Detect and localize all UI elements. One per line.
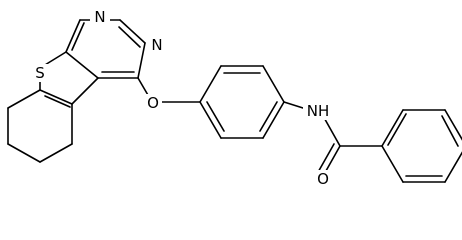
amide-nh-atom-label: NH xyxy=(307,102,330,120)
bond xyxy=(65,51,99,79)
atom-mask xyxy=(147,35,167,55)
bond xyxy=(259,101,278,132)
bond xyxy=(199,101,222,139)
bond xyxy=(206,101,225,132)
bond xyxy=(444,109,462,141)
bond xyxy=(118,26,141,48)
ether-oxygen-atom-label: O xyxy=(147,94,159,112)
atom-mask xyxy=(90,8,110,28)
atom-mask xyxy=(30,64,50,82)
nitrogen-top-atom-label: N xyxy=(94,8,105,26)
bond xyxy=(65,19,81,53)
bond xyxy=(381,109,404,147)
bond xyxy=(44,95,71,108)
bond xyxy=(444,151,462,183)
bond xyxy=(262,101,285,139)
atom-mask xyxy=(303,102,333,120)
bond xyxy=(441,115,459,147)
bond xyxy=(137,42,146,79)
bond xyxy=(39,89,73,105)
bond xyxy=(39,143,73,163)
nitrogen-right-atom-label: N xyxy=(151,36,162,54)
bond xyxy=(381,145,404,183)
carbonyl-oxygen-atom-label: O xyxy=(317,170,329,188)
bond xyxy=(119,19,146,44)
bond xyxy=(316,143,335,175)
atom-mask xyxy=(314,170,332,188)
bond xyxy=(199,65,222,103)
bond xyxy=(262,65,285,103)
bond xyxy=(7,143,41,163)
bond xyxy=(7,89,41,109)
sulfur-atom-label: S xyxy=(35,64,45,82)
atom-label-layer: S N N O NH O xyxy=(30,8,333,188)
bond-layer xyxy=(7,19,462,183)
atom-mask xyxy=(144,94,162,112)
bond xyxy=(71,77,99,105)
bond xyxy=(71,22,85,51)
molecule-structure: S N N O NH O xyxy=(7,8,462,188)
bond xyxy=(387,113,407,146)
